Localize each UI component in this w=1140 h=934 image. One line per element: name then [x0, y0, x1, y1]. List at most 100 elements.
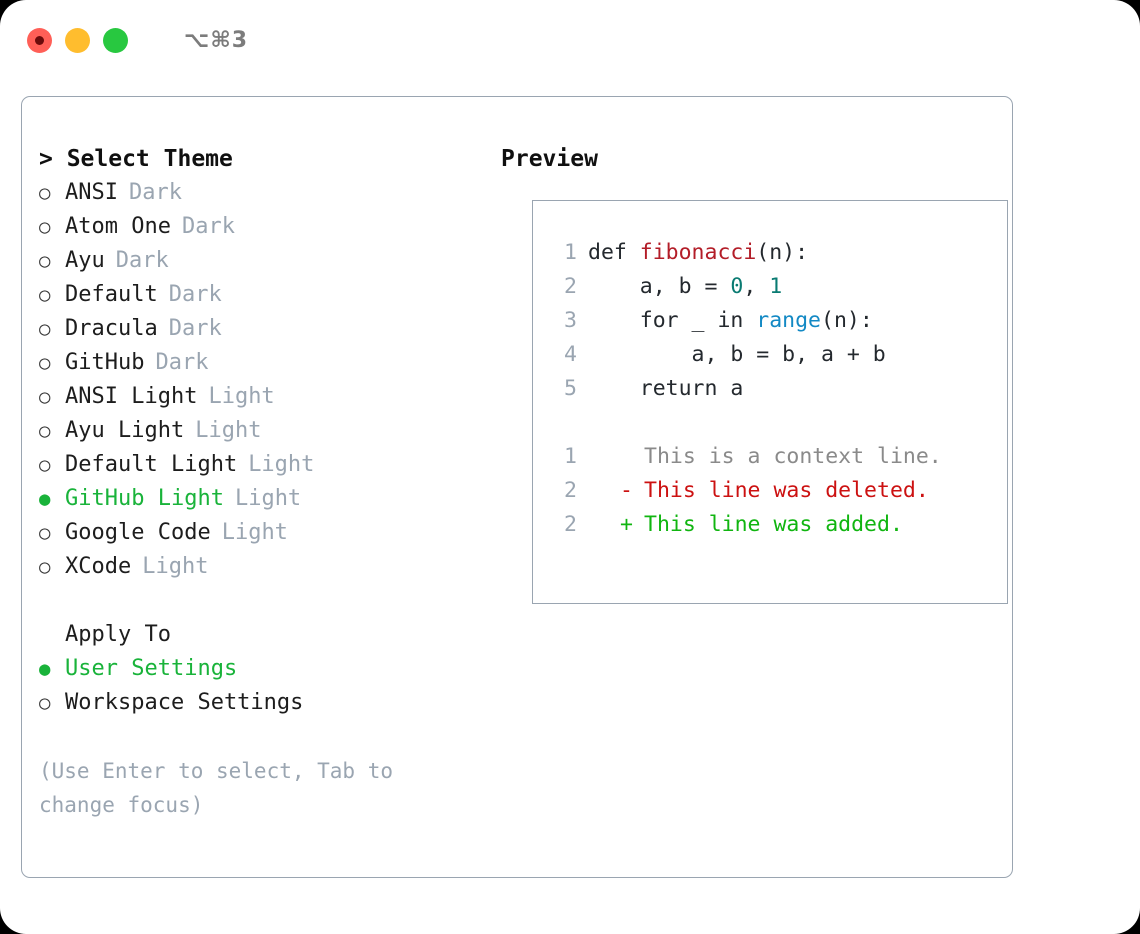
diff-line-text: This line was deleted.: [644, 478, 929, 503]
line-number: 4: [564, 342, 577, 367]
code-token: ,: [743, 274, 770, 299]
line-number: 2: [564, 274, 577, 299]
radio-unselected-icon: ○: [39, 386, 51, 408]
line-number: 2: [564, 512, 577, 537]
theme-option-label: Ayu Light: [65, 418, 185, 443]
radio-unselected-icon: ○: [39, 420, 51, 442]
preview-heading: Preview: [501, 146, 598, 172]
radio-unselected-icon: ○: [39, 216, 51, 238]
theme-variant-badge: Dark: [181, 214, 235, 239]
keyboard-hint-text: (Use Enter to select, Tab to change focu…: [39, 759, 394, 817]
theme-option-ansi[interactable]: ○ ANSI Dark: [39, 176, 469, 210]
diff-line-ctx: 1 This is a context line.: [551, 440, 1001, 474]
code-line-text: a, b = b, a + b: [577, 338, 886, 372]
theme-option-label: ANSI: [65, 180, 118, 205]
apply-to-option-list[interactable]: ● User Settings ○ Workspace Settings: [39, 652, 469, 720]
theme-option-github[interactable]: ○ GitHub Dark: [39, 346, 469, 380]
radio-unselected-icon: ○: [39, 284, 51, 306]
code-token: (n):: [756, 240, 809, 265]
theme-option-label: GitHub: [65, 350, 145, 375]
code-token: range: [756, 308, 822, 333]
minimize-button[interactable]: [65, 27, 90, 53]
theme-panel-heading: > Select Theme: [39, 146, 233, 172]
theme-option-ayu[interactable]: ○ Ayu Dark: [39, 244, 469, 278]
radio-unselected-icon: ○: [39, 318, 51, 340]
theme-option-label: Google Code: [65, 520, 211, 545]
code-token: a, b = b, a + b: [588, 342, 886, 367]
apply-to-option-user-settings[interactable]: ● User Settings: [39, 652, 469, 686]
code-line: 3 for _ in range(n):: [551, 304, 1001, 338]
radio-selected-icon: ●: [39, 488, 51, 510]
theme-option-label: Ayu: [65, 248, 105, 273]
theme-option-default[interactable]: ○ Default Dark: [39, 278, 469, 312]
close-button[interactable]: [27, 27, 52, 53]
theme-variant-badge: Light: [195, 418, 262, 443]
theme-variant-badge: Light: [234, 486, 302, 511]
window-controls: [27, 27, 128, 53]
theme-variant-badge: Light: [248, 452, 315, 477]
radio-unselected-icon: ○: [39, 692, 51, 714]
diff-line-text: This is a context line.: [644, 444, 942, 469]
line-number: 5: [564, 376, 577, 401]
title-bar: ⌥⌘3: [0, 0, 1140, 80]
code-token: 1: [769, 274, 783, 299]
theme-option-label: Atom One: [65, 214, 171, 239]
code-line-text: for _ in range(n):: [577, 304, 873, 338]
radio-selected-icon: ●: [39, 658, 51, 680]
code-token: a, b =: [588, 274, 731, 299]
radio-unselected-icon: ○: [39, 352, 51, 374]
theme-variant-badge: Light: [221, 520, 288, 545]
theme-option-label: XCode: [65, 554, 132, 579]
code-line-text: def fibonacci(n):: [577, 236, 808, 270]
theme-variant-badge: Dark: [168, 316, 222, 341]
maximize-button[interactable]: [103, 27, 128, 53]
apply-to-heading: Apply To: [65, 622, 171, 647]
radio-unselected-icon: ○: [39, 250, 51, 272]
line-number: 2: [564, 478, 577, 503]
theme-variant-badge: Light: [142, 554, 209, 579]
theme-option-label: GitHub Light: [65, 486, 224, 511]
theme-option-github-light[interactable]: ● GitHub Light Light: [39, 482, 469, 516]
code-line: 2 a, b = 0, 1: [551, 270, 1001, 304]
theme-variant-badge: Dark: [155, 350, 209, 375]
code-token: (n):: [821, 308, 873, 333]
diff-line-text: This line was added.: [644, 512, 903, 537]
theme-variant-badge: Dark: [115, 248, 169, 273]
diff-marker: [577, 440, 633, 474]
apply-to-option-label: User Settings: [65, 656, 238, 681]
line-number: 3: [564, 308, 577, 333]
radio-unselected-icon: ○: [39, 182, 51, 204]
theme-option-ayu-light[interactable]: ○ Ayu Light Light: [39, 414, 469, 448]
theme-option-label: Default: [65, 282, 158, 307]
code-token: 0: [730, 274, 744, 299]
line-number: 1: [564, 444, 577, 469]
theme-variant-badge: Dark: [128, 180, 182, 205]
apply-to-option-label: Workspace Settings: [65, 690, 304, 715]
theme-option-atom-one[interactable]: ○ Atom One Dark: [39, 210, 469, 244]
code-line: 5 return a: [551, 372, 1001, 406]
code-token: fibonacci: [639, 240, 757, 265]
diff-line-add: 2 + This line was added.: [551, 508, 1001, 542]
apply-to-option-workspace-settings[interactable]: ○ Workspace Settings: [39, 686, 469, 720]
code-token: for _ in: [588, 308, 757, 333]
theme-option-label: Default Light: [65, 452, 238, 477]
diff-marker: +: [620, 512, 633, 537]
theme-option-label: ANSI Light: [65, 384, 198, 409]
line-number: 1: [564, 240, 577, 265]
theme-variant-badge: Dark: [168, 282, 222, 307]
